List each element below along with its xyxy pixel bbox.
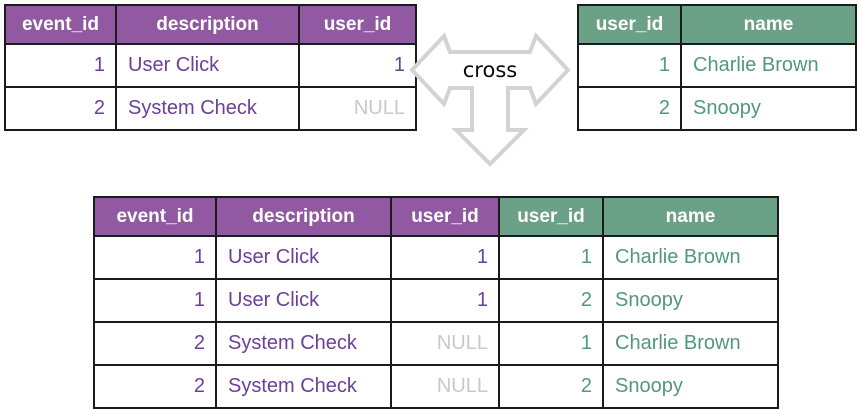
cell-event-id: 1 (93, 235, 217, 280)
cell-event-id: 1 (93, 278, 217, 323)
cell-user-id-null: NULL (298, 86, 417, 131)
cell-name: Charlie Brown (602, 321, 779, 366)
cell-user-id-right: 1 (498, 321, 604, 366)
result-header-user-id-left: user_id (390, 196, 500, 237)
cell-user-id: 1 (577, 43, 682, 88)
cell-event-id: 2 (4, 86, 117, 131)
cell-description: User Click (215, 278, 392, 323)
users-row-1: 1 Charlie Brown (577, 43, 857, 88)
join-type-label: cross (462, 58, 518, 82)
events-table: event_id description user_id 1 User Clic… (4, 4, 417, 131)
cell-description: System Check (215, 321, 392, 366)
users-header-user-id: user_id (577, 4, 682, 45)
cell-user-id-right: 2 (498, 364, 604, 409)
cell-event-id: 2 (93, 364, 217, 409)
users-row-2: 2 Snoopy (577, 86, 857, 131)
cell-user-id-left: 1 (390, 278, 500, 323)
users-header-row: user_id name (577, 4, 857, 45)
result-header-row: event_id description user_id user_id nam… (93, 196, 779, 237)
result-row-1: 1 User Click 1 1 Charlie Brown (93, 235, 779, 280)
three-way-arrow-shape (409, 32, 571, 167)
result-table: event_id description user_id user_id nam… (93, 196, 779, 409)
cell-user-id-right: 1 (498, 235, 604, 280)
three-way-arrow-icon (409, 32, 571, 167)
events-row-2: 2 System Check NULL (4, 86, 417, 131)
cell-user-id: 1 (298, 43, 417, 88)
cell-user-id-left-null: NULL (390, 364, 500, 409)
cell-event-id: 2 (93, 321, 217, 366)
cell-name: Snoopy (602, 364, 779, 409)
users-header-name: name (680, 4, 857, 45)
cell-description: System Check (215, 364, 392, 409)
cell-event-id: 1 (4, 43, 117, 88)
events-header-description: description (115, 4, 300, 45)
result-header-description: description (215, 196, 392, 237)
cell-user-id: 2 (577, 86, 682, 131)
cell-user-id-left: 1 (390, 235, 500, 280)
cell-user-id-right: 2 (498, 278, 604, 323)
result-row-2: 1 User Click 1 2 Snoopy (93, 278, 779, 323)
cell-description: User Click (115, 43, 300, 88)
events-header-user-id: user_id (298, 4, 417, 45)
events-header-event-id: event_id (4, 4, 117, 45)
events-header-row: event_id description user_id (4, 4, 417, 45)
cell-name: Snoopy (680, 86, 857, 131)
result-row-4: 2 System Check NULL 2 Snoopy (93, 364, 779, 409)
result-header-event-id: event_id (93, 196, 217, 237)
cell-name: Charlie Brown (680, 43, 857, 88)
cell-user-id-left-null: NULL (390, 321, 500, 366)
cell-name: Charlie Brown (602, 235, 779, 280)
cell-name: Snoopy (602, 278, 779, 323)
events-row-1: 1 User Click 1 (4, 43, 417, 88)
result-header-user-id-right: user_id (498, 196, 604, 237)
result-row-3: 2 System Check NULL 1 Charlie Brown (93, 321, 779, 366)
cell-description: System Check (115, 86, 300, 131)
users-table: user_id name 1 Charlie Brown 2 Snoopy (577, 4, 857, 131)
cell-description: User Click (215, 235, 392, 280)
result-header-name: name (602, 196, 779, 237)
